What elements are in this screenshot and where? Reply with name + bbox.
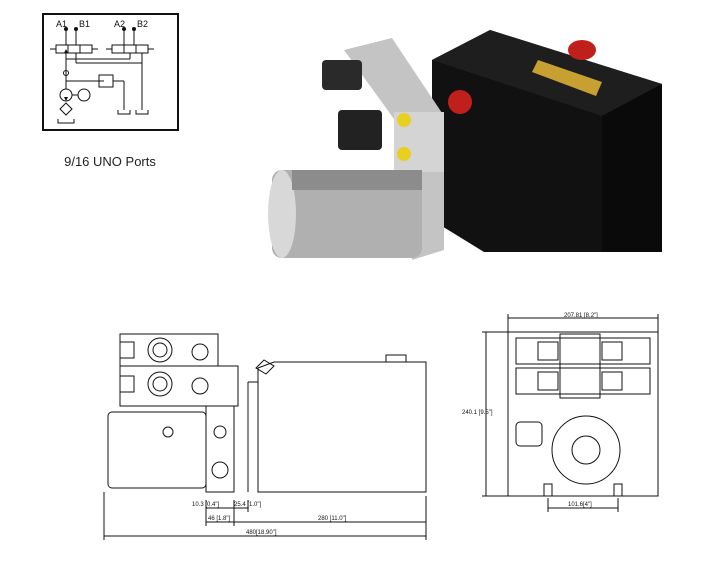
warning-label (532, 60, 602, 96)
valve-block-lower (119, 365, 239, 407)
port-plug-1 (397, 113, 411, 127)
dim-25-4: 25.4 [1.0"] (234, 502, 261, 508)
filler-cap (568, 40, 596, 60)
solenoid-1 (322, 60, 362, 90)
dim-46: 46 [1.8"] (208, 516, 230, 522)
front-view-drawing: 207.81 [8.2"] 240.1 [9.5"] 101.6[4"] (462, 313, 659, 512)
dim-width: 207.81 [8.2"] (564, 313, 598, 319)
dim-mount: 101.6[4"] (568, 502, 592, 508)
port-label-b2: B2 (137, 19, 148, 29)
electric-motor (272, 170, 422, 258)
manifold-side (205, 405, 235, 493)
port-plug-2 (397, 147, 411, 161)
dim-height: 240.1 [9.5"] (462, 410, 493, 416)
port-label-b1: B1 (79, 19, 90, 29)
valve-row-1 (515, 337, 651, 365)
tank-side (257, 361, 427, 493)
hydraulic-schematic: A1 B1 A2 B2 (42, 13, 179, 131)
solenoid-2 (338, 110, 382, 150)
dim-280: 280 [11.0"] (318, 516, 347, 522)
port-label-a2: A2 (114, 19, 125, 29)
motor-face (551, 415, 621, 485)
dim-10-3: 10.3 [0.4"] (192, 502, 219, 508)
side-view-drawing: 10.3 [0.4"] 25.4 [1.0"] 46 [1.8"] 280 [1… (103, 333, 427, 540)
valve-row-2 (515, 367, 651, 395)
power-unit-photo (268, 30, 662, 260)
ports-caption: 9/16 UNO Ports (64, 154, 156, 169)
breather-cap (448, 90, 472, 114)
valve-block-upper (119, 333, 219, 367)
schematic-diagram: A1 B1 A2 B2 (50, 19, 154, 124)
dim-480: 480[18.90"] (246, 530, 277, 536)
motor-side (107, 411, 207, 489)
tank-front (507, 331, 659, 497)
port-label-a1: A1 (56, 19, 67, 29)
